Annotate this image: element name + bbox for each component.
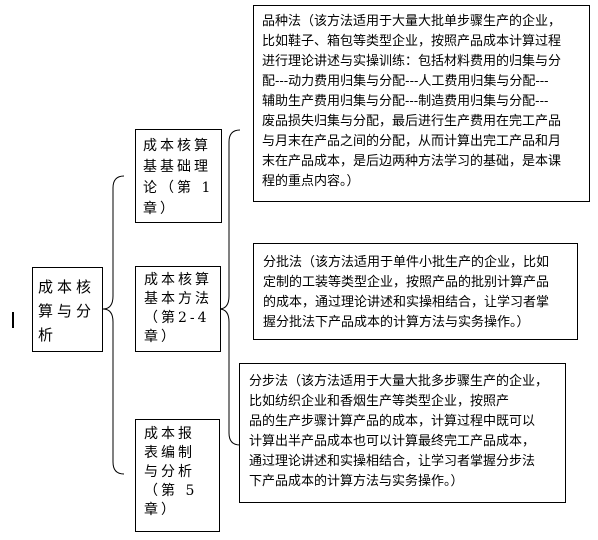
desc-line: 分步法（该方法适用于大量大批多步骤生产的企业， [249, 374, 549, 389]
root-node-label: 成本核算与分析 [38, 278, 96, 344]
category-node-label: 成本核算基基础理论（第 1章） [143, 138, 214, 217]
desc-line: 末在产品成本，是后边两种方法学习的基础，是本课 [262, 154, 562, 169]
category-brace [218, 129, 241, 446]
desc-line: 与月末在产品之间的分配，从而计算出完工产品和月 [262, 134, 562, 149]
desc-line: 计算出半产品成本也可以计算最终完工产品成本， [249, 434, 536, 449]
description-box-batch-method: 分批法（该方法适用于单件小批生产的企业，比如 定制的工装等类型企业，按照产品的批… [253, 243, 578, 340]
desc-line: 比如纺织企业和香烟生产等类型企业，按照产 [249, 394, 510, 409]
desc-line: 废品损失归集与分配，最后进行生产费用在完工产品 [262, 114, 562, 129]
category-node-reports: 成本报表编制与分析（第 5章） [135, 419, 220, 532]
description-box-step-method: 分步法（该方法适用于大量大批多步骤生产的企业， 比如纺织企业和香烟生产等类型企业… [239, 363, 566, 503]
root-node: 成本核算与分析 [32, 267, 103, 352]
desc-line: 品的生产步骤计算产品的成本，计算过程中既可以 [249, 414, 536, 429]
desc-line: 程的重点内容。） [262, 174, 360, 189]
root-brace [102, 175, 125, 475]
category-node-label: 成本核算基本方法（第2-4章） [144, 272, 212, 345]
desc-line: 的成本，通过理论讲述和实操相结合，让学习者掌 [263, 295, 550, 310]
description-box-variety-method: 品种法（该方法适用于大量大批单步骤生产的企业， 比如鞋子、箱包等类型企业，按照产… [253, 5, 590, 202]
category-node-methods: 成本核算基本方法（第2-4章） [135, 266, 221, 352]
category-node-label: 成本报表编制与分析（第 5章） [144, 426, 198, 518]
desc-line: 通过理论讲述和实操相结合，让学习者掌握分步法 [249, 454, 536, 469]
desc-line: 下产品成本的计算方法与实务操作。） [249, 474, 464, 489]
category-node-theory: 成本核算基基础理论（第 1章） [135, 129, 222, 223]
desc-line: 比如鞋子、箱包等类型企业，按照产品成本计算过程 [262, 34, 562, 49]
desc-line: 配---动力费用归集与分配---人工费用归集与分配--- [262, 74, 549, 89]
desc-line: 分批法（该方法适用于单件小批生产的企业，比如 [263, 255, 550, 270]
desc-line: 品种法（该方法适用于大量大批单步骤生产的企业， [262, 14, 562, 29]
desc-line: 辅助生产费用归集与分配---制造费用归集与分配--- [262, 94, 549, 109]
desc-line: 进行理论讲述与实操训练：包括材料费用的归集与分 [262, 54, 562, 69]
desc-line: 定制的工装等类型企业，按照产品的批别计算产品 [263, 275, 550, 290]
text-cursor [12, 312, 14, 328]
desc-line: 握分批法下产品成本的计算方法与实务操作。） [263, 315, 530, 330]
